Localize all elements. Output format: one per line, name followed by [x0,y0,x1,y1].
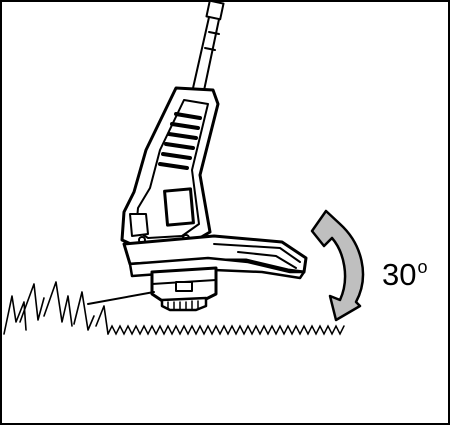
cutting-line [87,291,155,305]
shaft-mark [204,47,216,51]
grass-icon [3,281,109,335]
shaft-cap [205,0,225,21]
angle-value: 30 [382,257,417,292]
stubble-icon [107,324,345,336]
rotation-arrow-icon [310,209,365,322]
shaft-mark [208,31,220,35]
housing-inner [135,99,209,239]
trimmer-head-icon [87,0,308,312]
spool-button [175,281,193,292]
guard-rim [213,243,301,263]
vent-slots [158,112,202,170]
spool-knob [160,296,208,312]
spool-knob-ridges [167,300,199,311]
guard-ridge [237,251,297,269]
angle-unit: o [417,257,428,277]
label-panel [163,187,195,227]
housing-side-detail [129,213,149,237]
angle-label: 30o [382,258,428,290]
